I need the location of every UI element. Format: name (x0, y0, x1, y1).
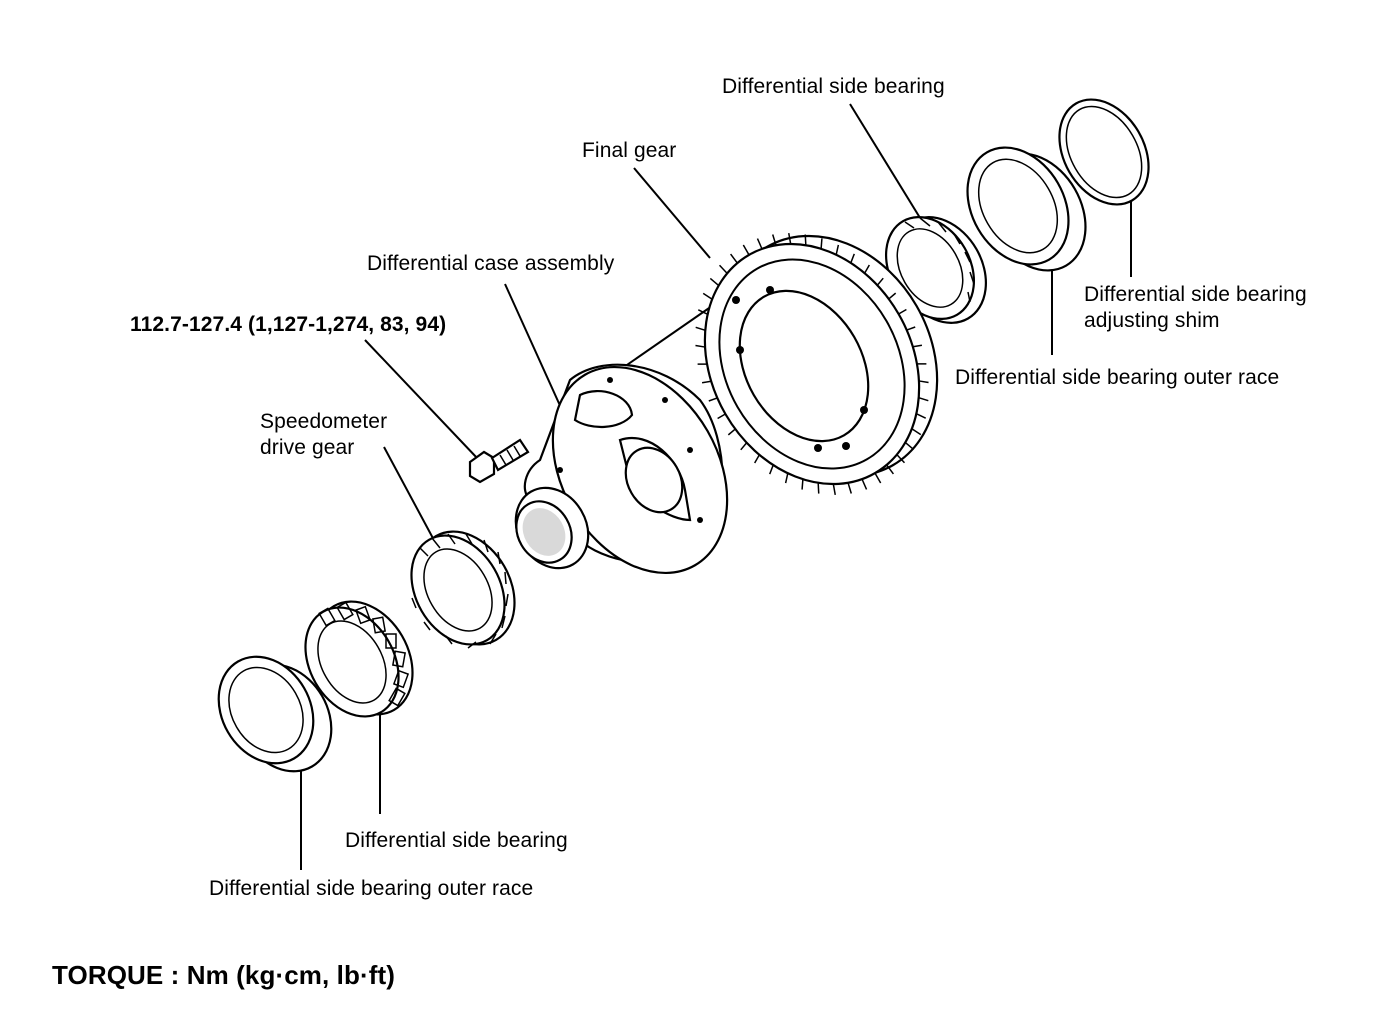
bolt (468, 438, 530, 484)
gear-tooth (863, 264, 870, 274)
gear-tooth (874, 472, 882, 484)
gear-tooth (832, 483, 836, 495)
label-speedo-line1: Speedometer (260, 410, 388, 433)
gear-tooth (820, 238, 823, 249)
leader-speedo-gear (383, 446, 436, 543)
gear-tooth (918, 380, 929, 384)
label-shim-line1: Differential side bearing (1084, 283, 1307, 306)
gear-tooth (695, 326, 706, 332)
label-shim-line2: adjusting shim (1084, 309, 1220, 332)
label-side-bearing-top: Differential side bearing (722, 75, 945, 98)
label-outer-race-right: Differential side bearing outer race (955, 366, 1280, 389)
gear-tooth (771, 234, 777, 246)
gear-tooth (918, 396, 929, 402)
gear-tooth (727, 428, 736, 436)
differential-case (514, 363, 729, 575)
gear-tooth (742, 244, 750, 256)
gear-tooth (886, 464, 895, 475)
gear-tooth (740, 442, 748, 451)
gear-tooth (911, 428, 922, 436)
outer-race-right (966, 146, 1087, 272)
gear-tooth (718, 264, 728, 274)
gear-tooth (709, 277, 720, 287)
gear-tooth (801, 479, 804, 490)
gear-tooth (708, 397, 718, 402)
leader-case-assembly (504, 283, 563, 411)
gear-tooth (784, 473, 789, 484)
gear-tooth (817, 482, 820, 494)
gear-tooth (701, 380, 712, 384)
adjusting-shim (1058, 98, 1150, 206)
label-torque-units: TORQUE : Nm (kg·cm, lb·ft) (52, 960, 395, 990)
side-bearing-left (304, 600, 414, 718)
gear-tooth (847, 482, 853, 494)
gear-tooth (702, 292, 713, 300)
label-side-bearing-bottom: Differential side bearing (345, 829, 568, 852)
gear-tooth (876, 277, 884, 286)
gear-tooth (912, 344, 923, 348)
gear-tooth (729, 253, 738, 264)
speedometer-drive-gear (410, 530, 516, 649)
gear-tooth (754, 454, 761, 464)
gear-tooth (788, 233, 792, 245)
label-case-assembly: Differential case assembly (367, 252, 615, 275)
gear-tooth (697, 309, 708, 315)
gear-tooth (898, 308, 907, 315)
gear-tooth (916, 413, 927, 419)
outer-race-left (217, 655, 333, 773)
gear-tooth (888, 292, 897, 300)
gear-tooth (804, 234, 807, 246)
label-torque-value: 112.7-127.4 (1,127-1,274, 83, 94) (130, 313, 447, 336)
gear-tooth (906, 326, 916, 331)
leader-bolt (364, 339, 479, 460)
gear-tooth (769, 464, 774, 475)
leader-final-gear (633, 167, 711, 259)
leader-side-bearing-top (849, 103, 926, 227)
label-speedo-line2: drive gear (260, 436, 355, 459)
label-final-gear: Final gear (582, 139, 677, 162)
gear-tooth (904, 441, 915, 451)
gear-tooth (896, 454, 906, 464)
gear-tooth (850, 253, 855, 264)
gear-tooth (717, 413, 726, 420)
final-gear (695, 233, 939, 495)
gear-tooth (756, 238, 763, 250)
side-bearing-right (884, 216, 988, 324)
gear-tooth (861, 478, 868, 490)
gear-tooth (695, 344, 706, 348)
gear-tooth (835, 244, 840, 255)
label-outer-race-bottom: Differential side bearing outer race (209, 877, 534, 900)
